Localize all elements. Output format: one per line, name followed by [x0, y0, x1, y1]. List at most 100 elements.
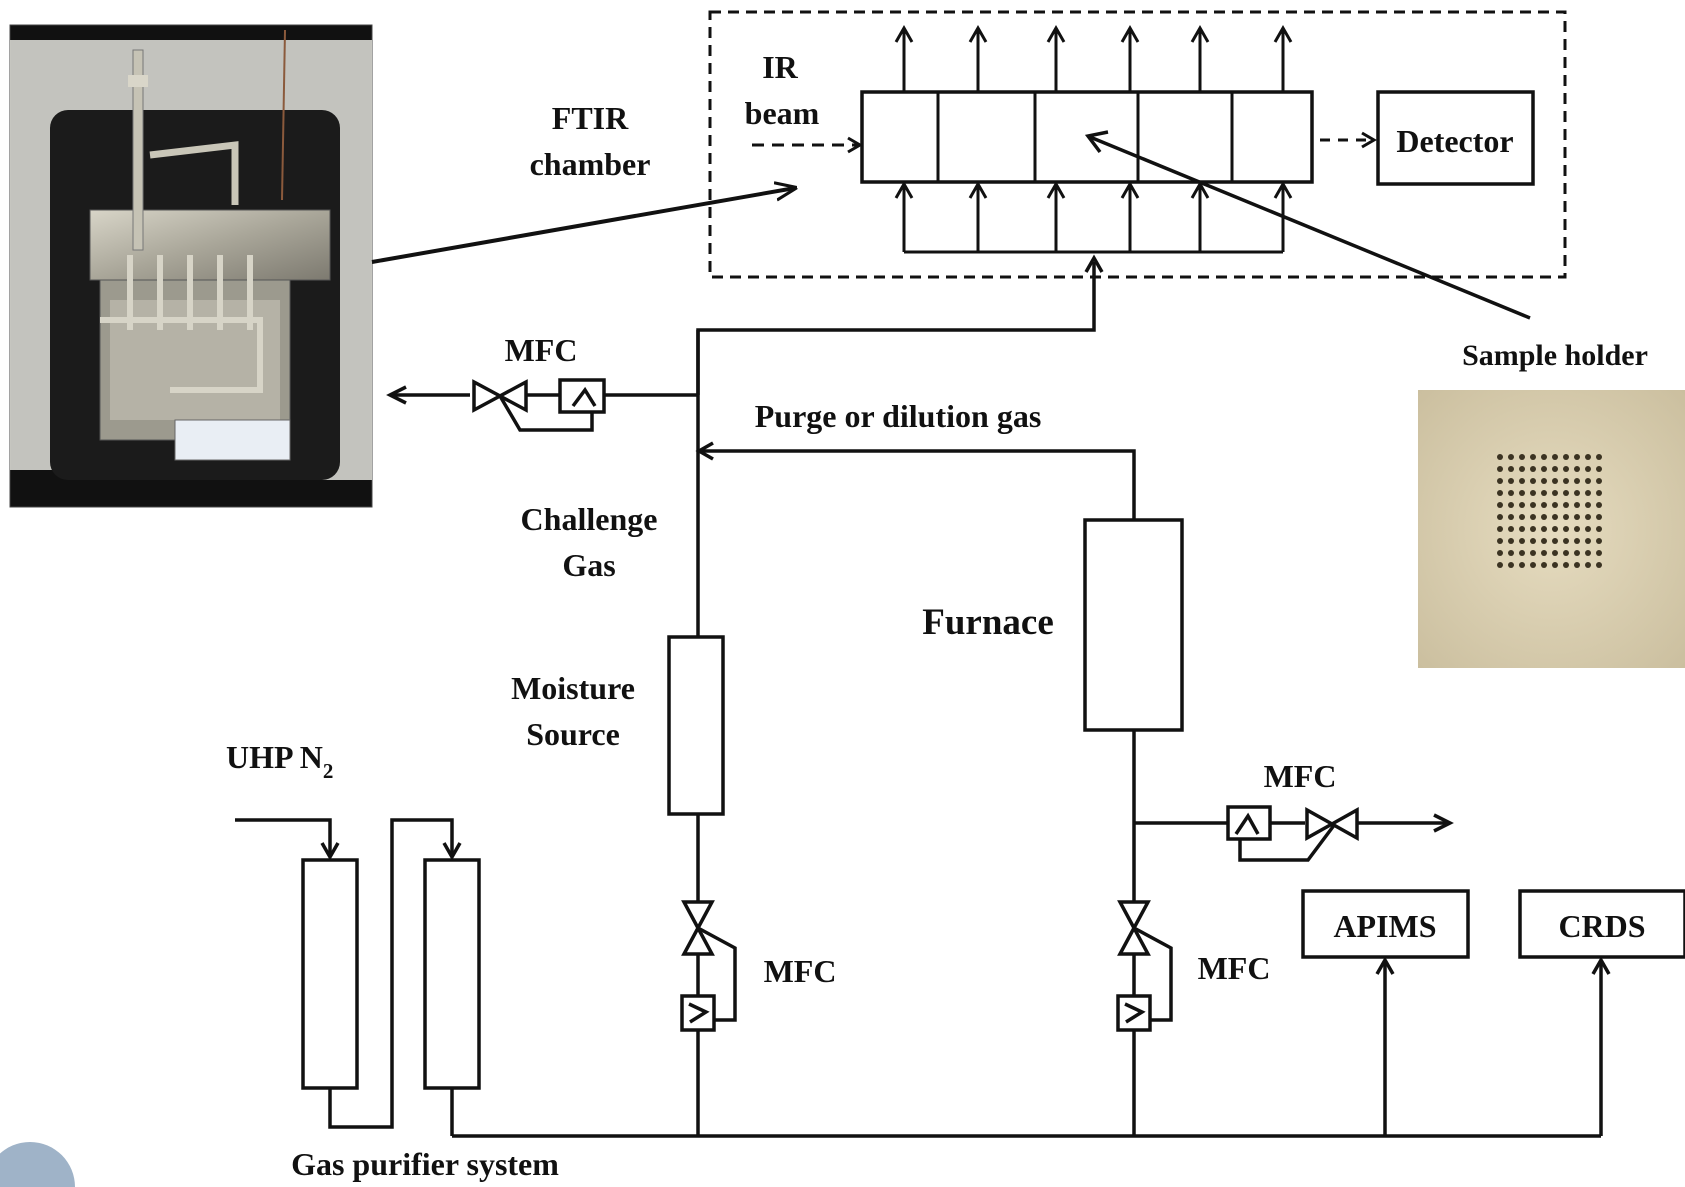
sample-hole [1541, 502, 1547, 508]
purifier-column-2 [425, 860, 479, 1088]
sample-hole [1497, 514, 1503, 520]
sample-hole [1574, 538, 1580, 544]
sample-hole [1585, 490, 1591, 496]
challenge-gas-label-line1: Challenge [521, 501, 658, 537]
sample-hole [1585, 502, 1591, 508]
sample-holder-photo [1418, 390, 1685, 668]
sample-hole [1563, 502, 1569, 508]
sample-hole [1596, 454, 1602, 460]
sample-hole [1497, 466, 1503, 472]
sample-hole [1508, 478, 1514, 484]
ftir-chamber-photo [10, 25, 372, 507]
mfc-moisture-assembly [682, 902, 735, 1030]
sample-hole [1563, 490, 1569, 496]
apims-label: APIMS [1333, 908, 1436, 944]
sample-hole [1508, 454, 1514, 460]
sample-hole [1585, 466, 1591, 472]
sample-hole [1574, 550, 1580, 556]
sample-hole [1497, 550, 1503, 556]
sample-hole [1585, 562, 1591, 568]
sample-hole [1552, 454, 1558, 460]
sample-hole [1563, 454, 1569, 460]
sample-hole [1530, 538, 1536, 544]
ir-beam-label-line1: IR [762, 49, 798, 85]
sample-hole [1574, 478, 1580, 484]
crds-label: CRDS [1558, 908, 1645, 944]
sample-hole [1519, 514, 1525, 520]
sample-hole [1530, 478, 1536, 484]
sample-hole [1519, 502, 1525, 508]
sample-hole [1552, 538, 1558, 544]
sample-hole [1530, 514, 1536, 520]
sample-hole [1541, 466, 1547, 472]
sample-hole [1574, 562, 1580, 568]
ir-beam-label-line2: beam [745, 95, 820, 131]
sample-hole [1574, 490, 1580, 496]
sample-hole [1563, 538, 1569, 544]
purge-gas-label: Purge or dilution gas [755, 398, 1042, 434]
sample-hole [1519, 490, 1525, 496]
uhp-n2-label: UHP N2 [226, 739, 333, 783]
sample-hole [1519, 550, 1525, 556]
ftir-chamber-label-line1: FTIR [552, 100, 629, 136]
sample-hole [1563, 526, 1569, 532]
sample-hole [1552, 466, 1558, 472]
sample-hole [1563, 478, 1569, 484]
sample-hole [1497, 538, 1503, 544]
sample-hole [1596, 550, 1602, 556]
sample-hole [1552, 550, 1558, 556]
sample-hole [1596, 502, 1602, 508]
furnace-box [1085, 520, 1182, 730]
mfc-right-label: MFC [1264, 758, 1337, 794]
sample-hole [1508, 562, 1514, 568]
mfc-furnace-label: MFC [1198, 950, 1271, 986]
sample-hole [1508, 526, 1514, 532]
moisture-source-box [669, 637, 723, 814]
exhaust-arrows [896, 28, 1291, 92]
sample-hole [1585, 454, 1591, 460]
sample-hole [1541, 538, 1547, 544]
purifier-column-1 [303, 860, 357, 1088]
mfc-top-label: MFC [505, 332, 578, 368]
sample-hole [1530, 550, 1536, 556]
sample-hole [1552, 478, 1558, 484]
sample-hole [1585, 526, 1591, 532]
sample-hole [1530, 490, 1536, 496]
sample-hole [1596, 538, 1602, 544]
sample-hole [1530, 454, 1536, 460]
mfc-furnace-assembly [1118, 902, 1171, 1030]
sample-hole [1552, 502, 1558, 508]
sample-hole [1552, 490, 1558, 496]
sample-hole [1519, 538, 1525, 544]
sample-hole [1519, 526, 1525, 532]
sample-hole [1574, 514, 1580, 520]
sample-hole [1530, 562, 1536, 568]
sample-hole [1552, 526, 1558, 532]
gas-purifier-label: Gas purifier system [291, 1146, 559, 1182]
ftir-chamber-label-line2: chamber [530, 146, 651, 182]
sample-hole [1508, 502, 1514, 508]
sample-hole [1596, 514, 1602, 520]
sample-hole [1530, 526, 1536, 532]
sample-hole [1497, 526, 1503, 532]
mfc-right-assembly [1228, 807, 1357, 860]
sample-hole [1585, 538, 1591, 544]
sample-hole [1508, 490, 1514, 496]
sample-hole [1541, 490, 1547, 496]
sample-hole [1497, 478, 1503, 484]
sample-hole [1530, 502, 1536, 508]
sample-hole [1563, 562, 1569, 568]
sample-hole [1541, 478, 1547, 484]
sample-holder-label: Sample holder [1462, 339, 1648, 372]
sample-hole [1541, 526, 1547, 532]
sample-hole [1497, 502, 1503, 508]
sample-hole [1596, 490, 1602, 496]
sample-hole [1519, 562, 1525, 568]
sample-hole [1519, 466, 1525, 472]
furnace-label: Furnace [922, 602, 1054, 643]
sample-hole [1541, 550, 1547, 556]
sample-hole [1574, 502, 1580, 508]
sample-hole [1563, 514, 1569, 520]
sample-hole [1596, 466, 1602, 472]
sample-hole [1552, 514, 1558, 520]
